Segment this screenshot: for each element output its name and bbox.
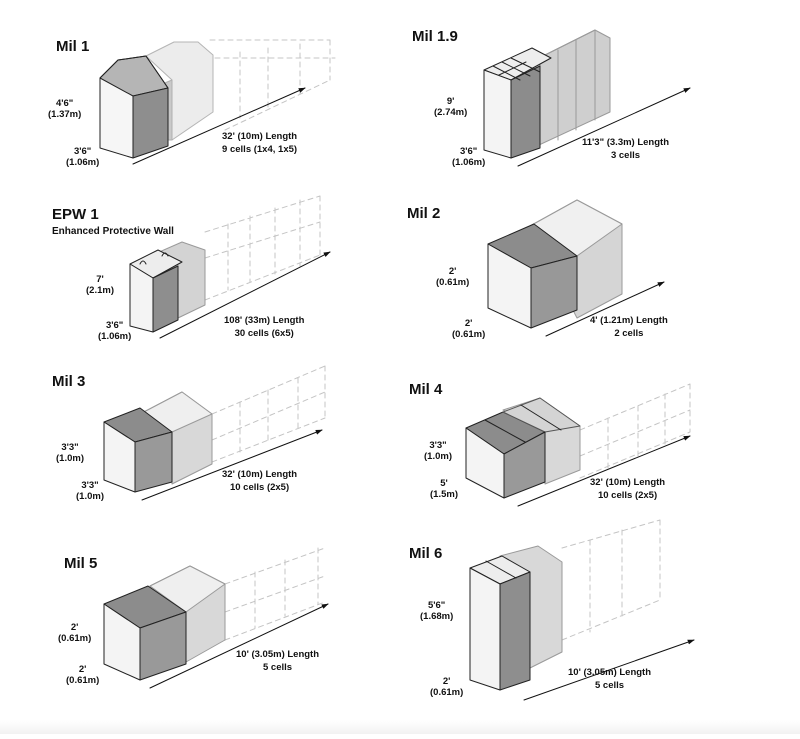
epw1-title: EPW 1	[52, 206, 99, 223]
epw1-width-label: 3'6"(1.06m)	[98, 320, 132, 342]
mil19-title: Mil 1.9	[412, 28, 458, 45]
mil2-drawing	[487, 199, 665, 337]
mil5-width-label: 2'(0.61m)	[66, 664, 100, 686]
mil6-height-label: 5'6"(1.68m)	[420, 600, 454, 622]
mil4-title: Mil 4	[409, 381, 443, 398]
mil5-height-label: 2'(0.61m)	[58, 622, 92, 644]
mil6-drawing	[469, 519, 695, 701]
mil4-height-label: 3'3"(1.0m)	[424, 440, 452, 462]
mil4-drawing	[465, 383, 691, 507]
mil1-height-label: 4'6"(1.37m)	[48, 98, 82, 120]
mil19-width-label: 3'6"(1.06m)	[452, 146, 486, 168]
epw1-height-label: 7'(2.1m)	[86, 274, 114, 296]
mil5-title: Mil 5	[64, 555, 98, 572]
mil4-width-label: 5'(1.5m)	[430, 478, 458, 500]
mil3-drawing	[103, 365, 326, 501]
mil19-height-label: 9'(2.74m)	[434, 96, 468, 118]
mil6-title: Mil 6	[409, 545, 443, 562]
mil2-title: Mil 2	[407, 205, 441, 222]
mil1-drawing	[99, 39, 336, 165]
mil3-width-label: 3'3"(1.0m)	[76, 480, 104, 502]
mil1-width-label: 3'6"(1.06m)	[66, 146, 100, 168]
bottom-fade	[0, 720, 800, 734]
mil2-width-label: 2'(0.61m)	[452, 318, 486, 340]
mil3-title: Mil 3	[52, 373, 86, 390]
mil19-drawing	[483, 29, 691, 167]
mil1-title: Mil 1	[56, 38, 90, 55]
epw1-subtitle: Enhanced Protective Wall	[52, 226, 174, 237]
mil3-height-label: 3'3"(1.0m)	[56, 442, 84, 464]
mil2-height-label: 2'(0.61m)	[436, 266, 470, 288]
epw1-drawing	[129, 195, 331, 339]
mil6-width-label: 2'(0.61m)	[430, 676, 464, 698]
mil5-drawing	[103, 547, 329, 689]
